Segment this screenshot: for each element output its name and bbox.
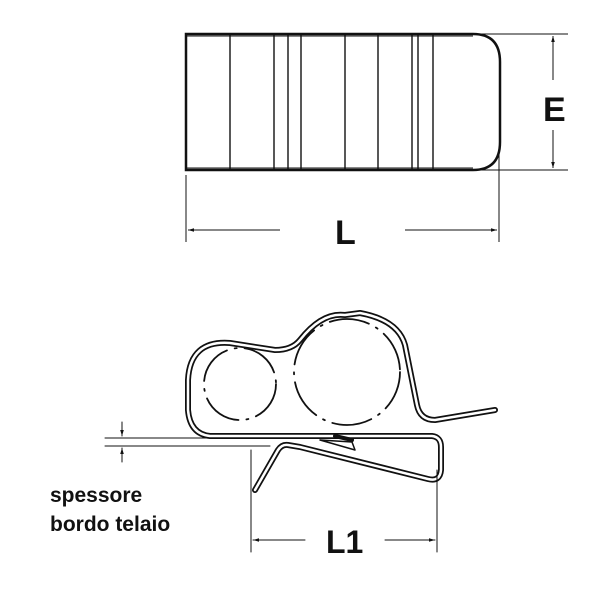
top-view-outline bbox=[184, 32, 502, 172]
small-cable-circle bbox=[203, 347, 277, 421]
dimension-thickness bbox=[104, 421, 301, 463]
thickness-label-line1: spessore bbox=[50, 484, 142, 507]
clip-body bbox=[185, 310, 498, 493]
top-view bbox=[184, 32, 568, 242]
thickness-label-line2: bordo telaio bbox=[50, 513, 170, 536]
cable-circles-dashed bbox=[203, 318, 401, 426]
dimension-e-label: E bbox=[543, 91, 566, 129]
dimension-l bbox=[185, 150, 500, 242]
dimension-l-label: L bbox=[335, 214, 356, 252]
dimension-l1 bbox=[250, 449, 438, 553]
side-view bbox=[104, 310, 498, 553]
large-cable-circle bbox=[293, 318, 401, 426]
dimension-l1-label: L1 bbox=[326, 524, 363, 560]
top-view-ribs bbox=[229, 34, 434, 170]
dimension-e bbox=[480, 33, 568, 171]
